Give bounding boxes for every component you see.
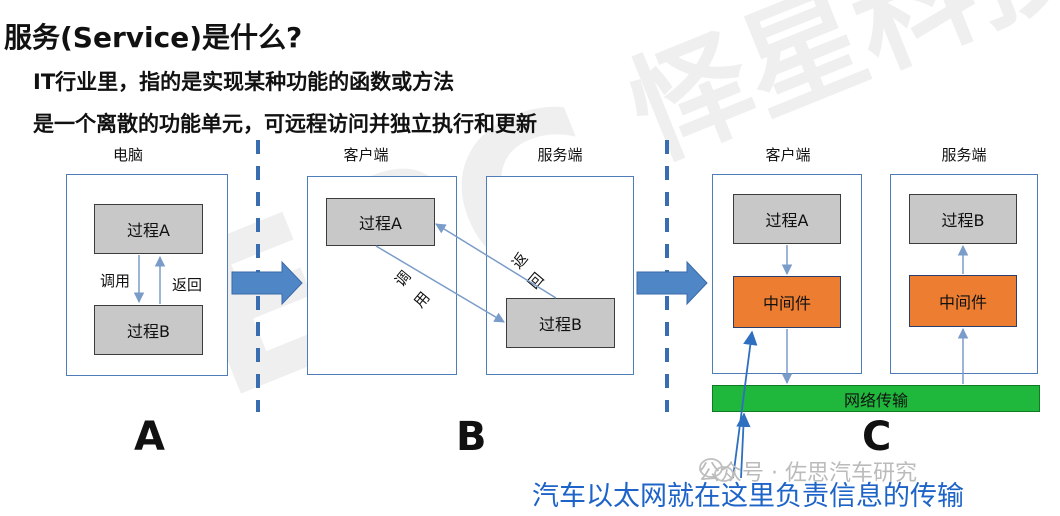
- panel-b-client-label: 客户端: [343, 146, 389, 164]
- panel-a-process-b-label: 过程B: [127, 322, 170, 341]
- panel-a-return-label: 返回: [172, 276, 203, 294]
- panel-c-network-label: 网络传输: [843, 390, 908, 410]
- definition-line-2: 是一个离散的功能单元，可远程访问并独立执行和更新: [33, 112, 537, 136]
- panel-a-letter: A: [134, 414, 165, 460]
- panel-a-process-b: 过程B: [94, 305, 203, 355]
- panel-b-return-arrow: [435, 223, 557, 299]
- panel-b-server-label: 服务端: [537, 146, 583, 164]
- panel-b-process-b-label: 过程B: [539, 315, 582, 334]
- panel-c-process-b: 过程B: [909, 194, 1017, 244]
- page-title: 服务(Service)是什么?: [4, 21, 303, 54]
- definition-line-1: IT行业里，指的是实现某种功能的函数或方法: [33, 70, 455, 94]
- panel-c-server-middleware: 中间件: [909, 275, 1017, 327]
- panel-a-process-a-label: 过程A: [127, 221, 170, 240]
- panel-c-network-bar: 网络传输: [712, 385, 1040, 412]
- panel-b-call-arrow: [375, 245, 505, 323]
- ethernet-note: 汽车以太网就在这里负责信息的传输: [532, 481, 964, 512]
- note-pointer-network: [736, 412, 751, 479]
- panel-a-process-a: 过程A: [94, 204, 203, 254]
- panel-b-process-b: 过程B: [506, 298, 615, 348]
- note-pointer-middleware: [732, 330, 758, 479]
- panel-b-process-a-label: 过程A: [359, 214, 402, 233]
- panel-c-letter: C: [862, 414, 892, 460]
- panel-b-process-a: 过程A: [326, 198, 435, 246]
- panel-c-client-label: 客户端: [765, 146, 811, 164]
- panel-c-client-middleware: 中间件: [733, 276, 841, 328]
- panel-c-server-label: 服务端: [941, 146, 987, 164]
- panel-c-client-middleware-label: 中间件: [762, 294, 811, 313]
- block-arrow-a-to-b: [231, 260, 303, 306]
- panel-a-label: 电脑: [112, 146, 143, 164]
- panel-c-process-a-label: 过程A: [765, 211, 809, 230]
- panel-b-letter: B: [456, 414, 487, 460]
- brand-caption: 公众号 · 佐思汽车研究: [698, 461, 917, 486]
- panel-c-server-middleware-label: 中间件: [938, 293, 987, 312]
- panel-c-process-b-label: 过程B: [941, 211, 985, 230]
- block-arrow-b-to-c: [636, 260, 708, 306]
- panel-a-call-label: 调用: [100, 272, 131, 290]
- panel-c-process-a: 过程A: [733, 194, 841, 244]
- wechat-icon: [699, 458, 734, 482]
